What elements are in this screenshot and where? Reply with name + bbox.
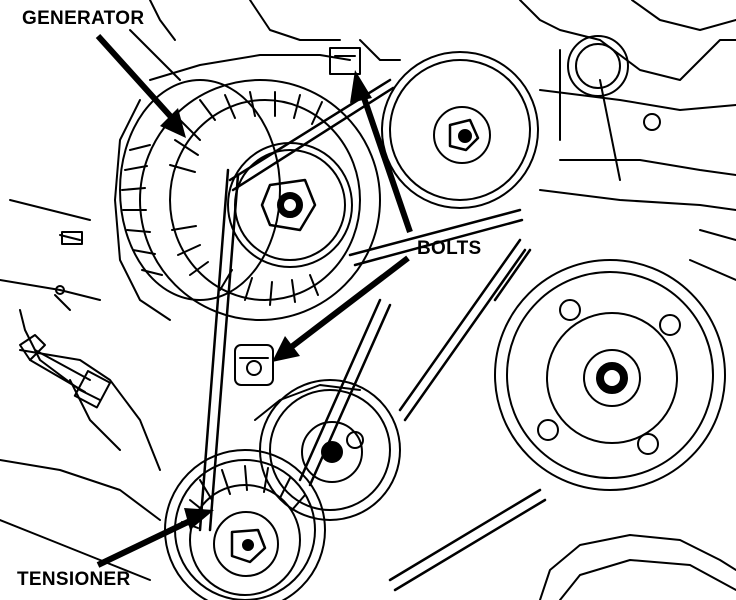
lower-right-pulley (539, 534, 736, 600)
bolts-arrowhead-lower (272, 336, 300, 362)
generator-arrowhead (160, 108, 186, 138)
generator-pulley (227, 142, 353, 268)
tensioner-arrowhead (184, 508, 214, 530)
tensioner-label: TENSIONER (17, 569, 131, 590)
water-pump-pulley (254, 379, 401, 521)
generator (114, 47, 381, 321)
bolts-arrow-lower (272, 255, 410, 362)
bolts-label: BOLTS (417, 238, 482, 259)
lower-bolt (234, 344, 274, 386)
bolts-arrow-upper (350, 70, 413, 233)
upper-idler-pulley (381, 35, 629, 209)
tensioner-pulley (164, 449, 326, 600)
mount-stud (19, 231, 112, 409)
crank-pulley (494, 259, 726, 491)
generator-arrow (95, 33, 186, 138)
generator-label: GENERATOR (22, 8, 145, 29)
serpentine-belt (198, 78, 547, 592)
callout-arrows (95, 33, 413, 568)
tensioner-arrow (96, 508, 214, 568)
bolts-arrowhead-upper (350, 70, 372, 103)
